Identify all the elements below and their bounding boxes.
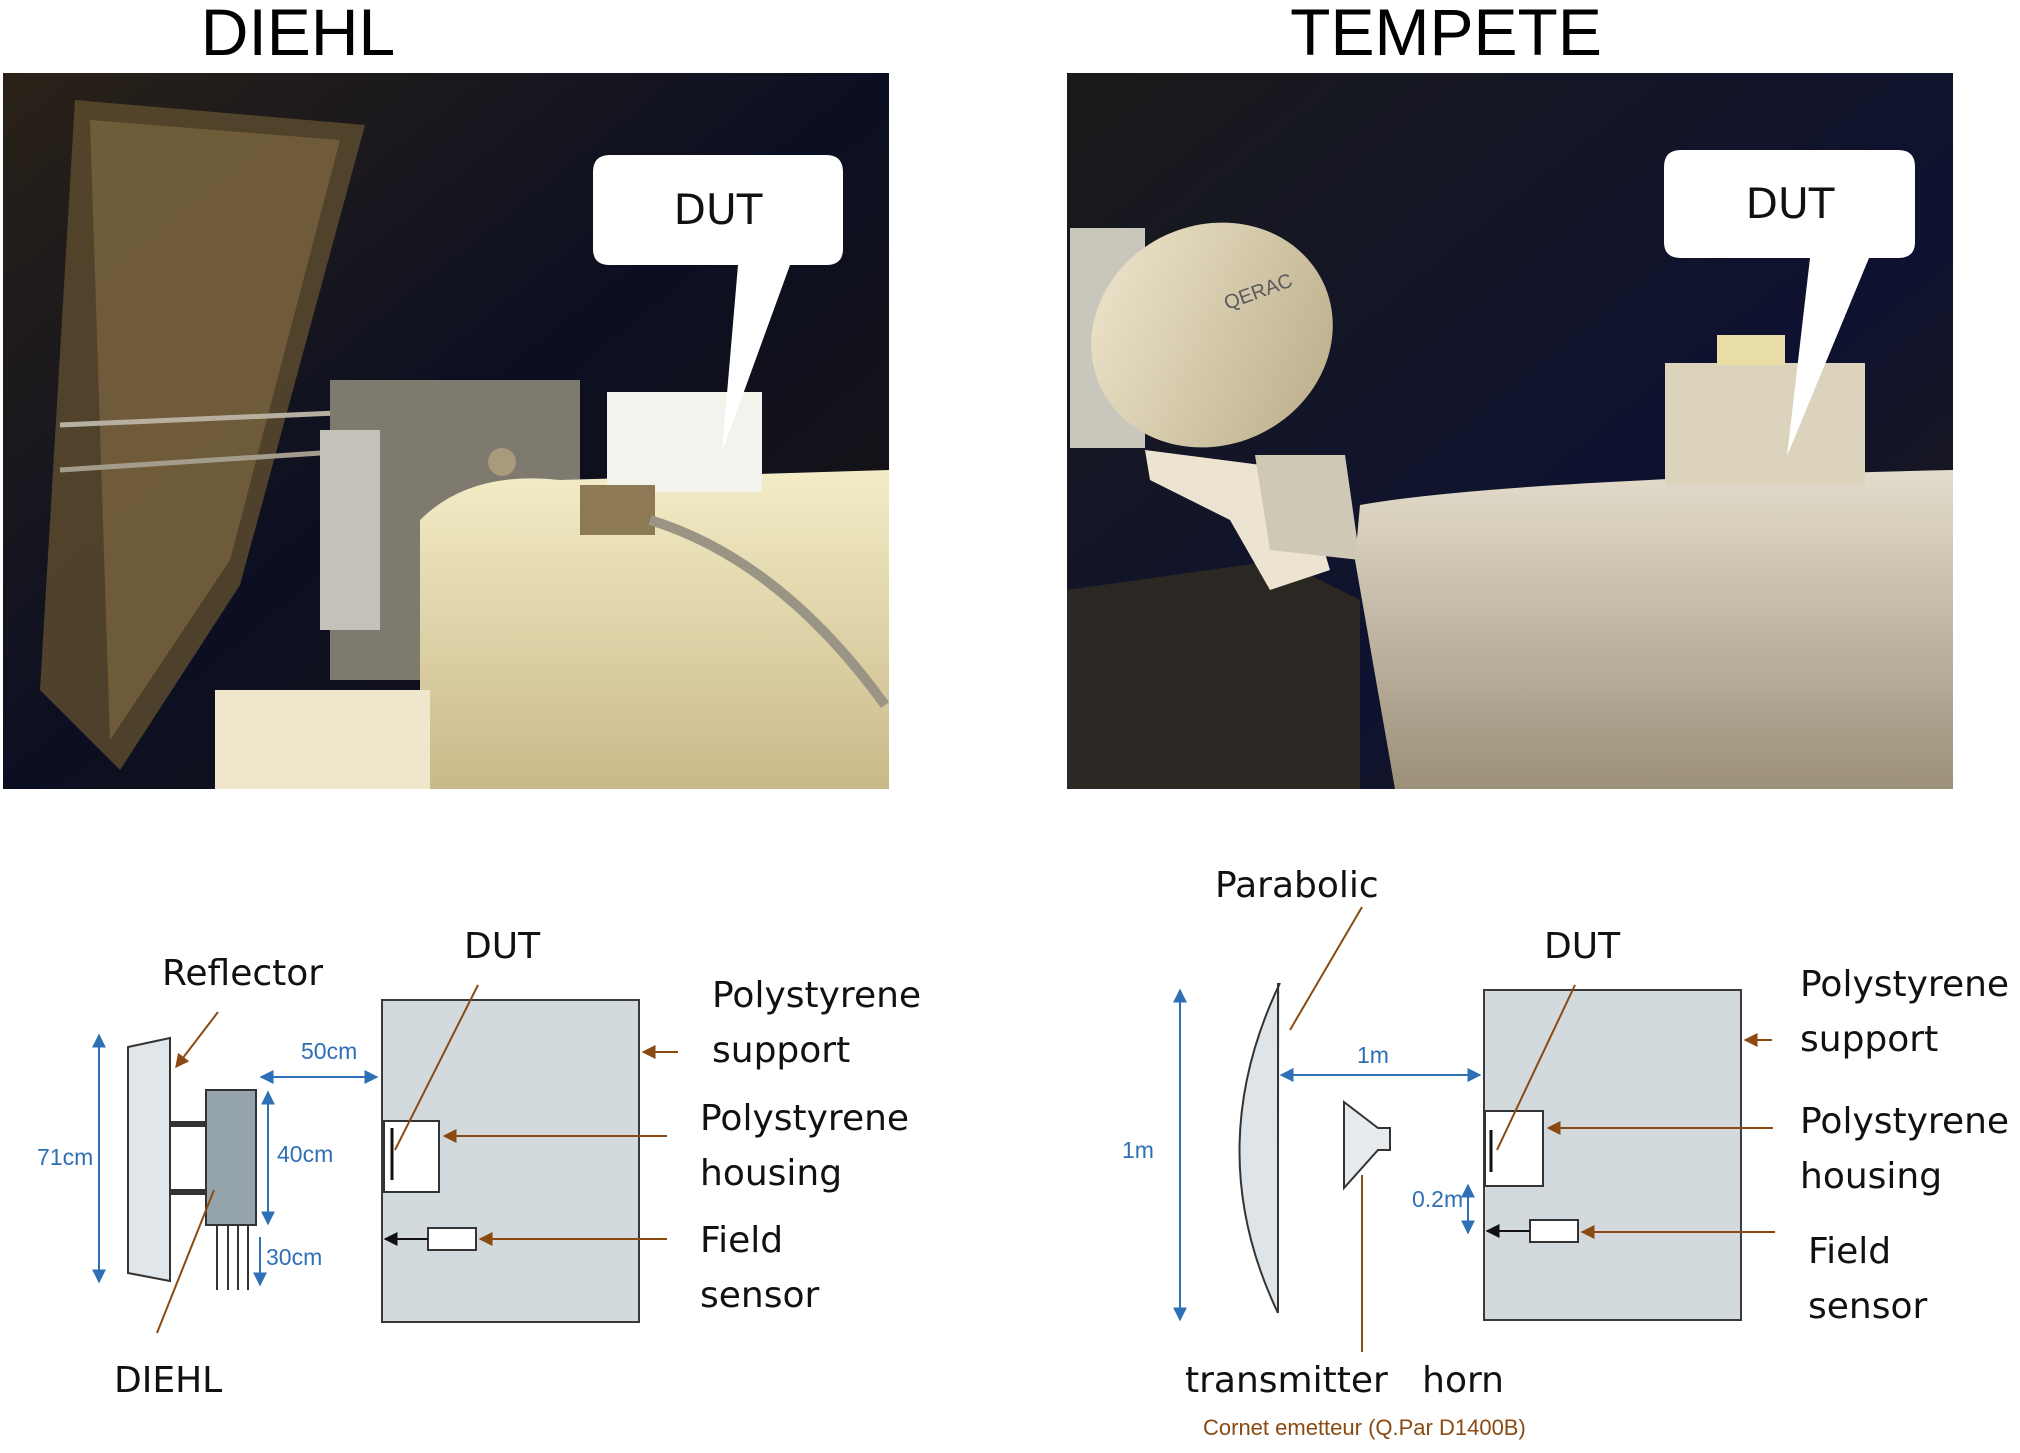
horn-shape <box>1343 1099 1391 1191</box>
title-diehl: DIEHL <box>201 0 395 69</box>
label-reflector: Reflector <box>162 953 323 994</box>
label-sensor-l1-right: Field <box>1808 1231 1891 1272</box>
housing-box-right <box>1484 1110 1544 1187</box>
photo-diehl-callout: DUT <box>674 185 763 234</box>
label-housing-l2-right: housing <box>1800 1156 1942 1197</box>
photo-diehl: DUT <box>3 73 890 789</box>
dim-offset-02m: 0.2m <box>1412 1186 1463 1212</box>
dim-distance-50cm: 50cm <box>301 1038 357 1064</box>
label-dut-left: DUT <box>464 926 541 967</box>
diehl-unit <box>205 1089 257 1226</box>
label-housing-l1-right: Polystyrene <box>1800 1101 2009 1142</box>
label-support-l1-right: Polystyrene <box>1800 964 2009 1005</box>
diagram-diehl: 71cm 50cm 40cm 30cm Reflector DUT Polyst… <box>37 926 921 1401</box>
support-box <box>381 999 640 1323</box>
dim-offset-40cm: 40cm <box>277 1141 333 1167</box>
field-sensor-shape <box>427 1227 477 1251</box>
reflector-shape <box>127 1036 171 1283</box>
caption-cornet-emetteur: Cornet emetteur (Q.Par D1400B) <box>1203 1415 1526 1440</box>
label-housing-l2-left: housing <box>700 1153 842 1194</box>
label-support-l1-left: Polystyrene <box>712 975 921 1016</box>
label-parabolic: Parabolic <box>1215 865 1379 906</box>
dim-height-71cm: 71cm <box>37 1144 93 1170</box>
label-transmitter-horn: transmitter horn <box>1185 1360 1504 1401</box>
dim-offset-30cm: 30cm <box>266 1244 322 1270</box>
field-sensor-shape-right <box>1529 1219 1579 1243</box>
parabolic-shape <box>1238 982 1281 1314</box>
label-sensor-l2-right: sensor <box>1808 1286 1928 1327</box>
label-sensor-l1-left: Field <box>700 1220 783 1261</box>
title-tempete: TEMPETE <box>1290 0 1602 69</box>
photo-tempete-callout: DUT <box>1746 179 1835 228</box>
diagram-tempete: 1m 1m 0.2m Parabolic DUT Polystyrene sup… <box>1122 865 2009 1440</box>
dim-distance-1m: 1m <box>1357 1042 1389 1068</box>
label-dut-right: DUT <box>1544 926 1621 967</box>
label-sensor-l2-left: sensor <box>700 1275 820 1316</box>
label-housing-l1-left: Polystyrene <box>700 1098 909 1139</box>
photo-tempete: QERAC DUT <box>1067 73 1953 789</box>
label-support-l2-left: support <box>712 1030 850 1071</box>
dim-height-1m: 1m <box>1122 1137 1154 1163</box>
label-support-l2-right: support <box>1800 1019 1938 1060</box>
label-diehl-source: DIEHL <box>114 1360 222 1401</box>
